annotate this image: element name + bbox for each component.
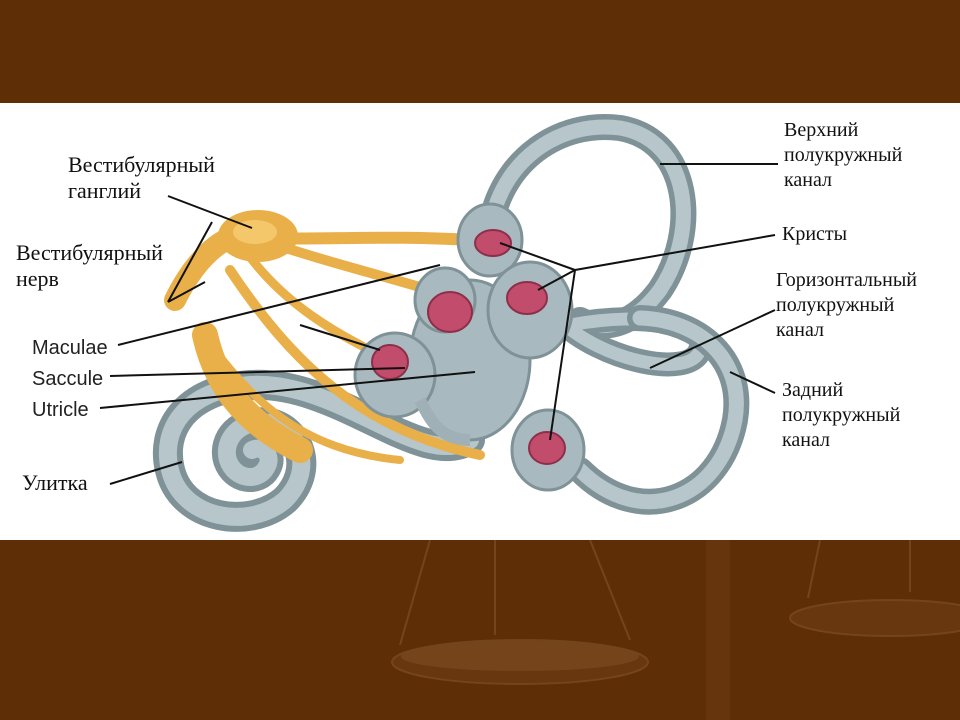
label-vestibular-nerve: Вестибулярный нерв: [16, 240, 163, 291]
label-utricle: Utricle: [32, 399, 89, 421]
label-horizontal-canal: Горизонтальный полукружный канал: [776, 269, 917, 341]
label-saccule: Saccule: [32, 368, 104, 390]
top-band: [0, 0, 960, 103]
label-cochlea: Улитка: [22, 470, 88, 495]
label-superior-canal: Верхний полукружный канал: [784, 119, 903, 191]
label-vestibular-ganglion: Вестибулярный ганглий: [68, 152, 215, 203]
label-cristae: Кристы: [782, 223, 848, 245]
label-posterior-canal: Задний полукружный канал: [782, 379, 901, 451]
cochlea-shape: [152, 369, 485, 532]
leader-lines: [99, 163, 778, 485]
label-maculae: Maculae: [32, 337, 108, 359]
bottom-band: [0, 540, 960, 720]
cristae-shape: [371, 229, 566, 465]
scales-decoration: [391, 540, 960, 720]
semicircular-canals-shape: [477, 114, 750, 515]
